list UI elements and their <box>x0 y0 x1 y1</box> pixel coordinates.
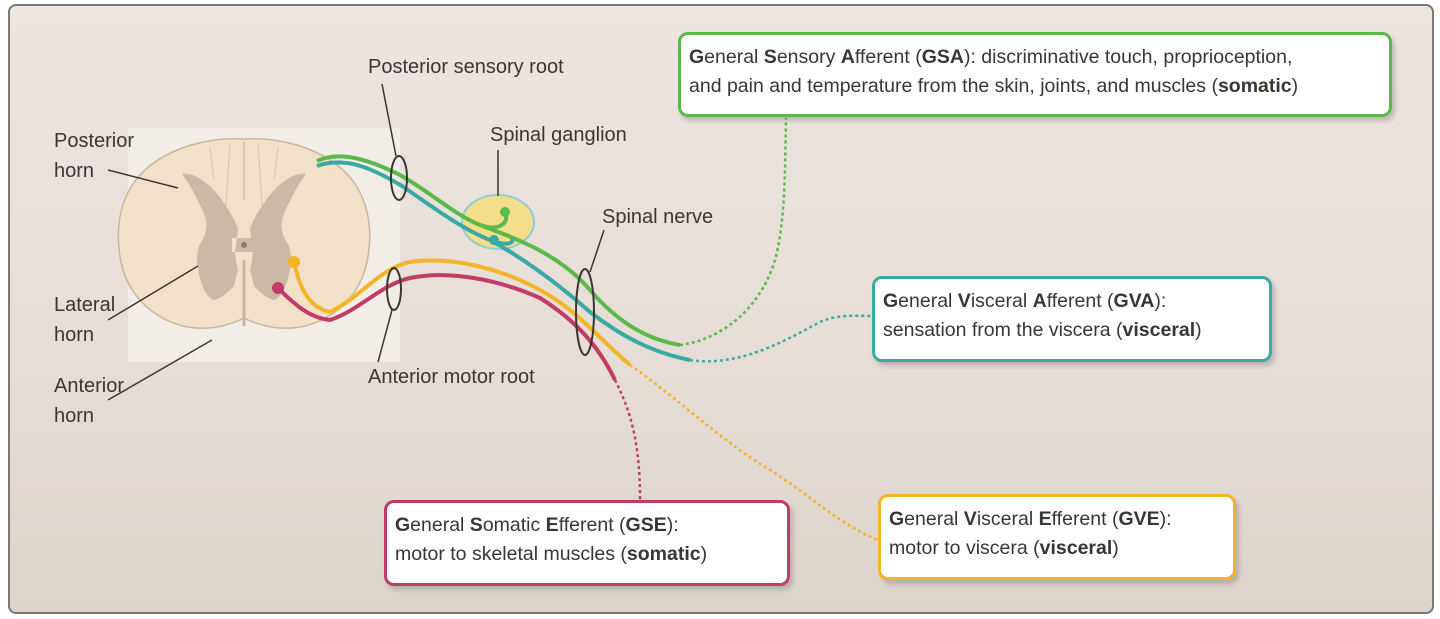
lateral-horn-label-line1: Lateral <box>54 294 116 316</box>
text-segment: fferent ( <box>1046 290 1114 312</box>
posterior-horn-label-line1: Posterior <box>54 130 135 152</box>
text-segment: somatic <box>1217 75 1292 97</box>
gva-box-line2: sensation from the viscera (visceral) <box>883 316 1269 345</box>
text-segment: ): <box>1159 508 1172 530</box>
text-segment: GVE <box>1118 508 1160 530</box>
text-segment: A <box>1032 290 1047 312</box>
gve-fiber-path <box>292 258 632 367</box>
posterior-horn-label-line2: horn <box>54 160 95 182</box>
gva-box-line1: General Visceral Afferent (GVA): <box>883 287 1269 316</box>
text-segment: isceral <box>970 290 1033 312</box>
text-segment: G <box>889 508 905 530</box>
anterior-horn-label-line2: horn <box>54 405 95 427</box>
anterior-motor-root-label: Anterior motor root <box>368 366 535 388</box>
anterior-root-ring <box>386 267 402 311</box>
text-segment: GVA <box>1113 290 1155 312</box>
posterior-horn-label: Posterior horn <box>54 126 134 186</box>
gsa-fiber-path <box>316 154 681 347</box>
text-segment: eneral <box>898 290 958 312</box>
central-canal <box>241 242 247 248</box>
text-segment: fferent ( <box>1051 508 1119 530</box>
gva-fiber-path <box>316 160 691 362</box>
lateral-horn-label: Lateral horn <box>54 290 115 350</box>
spinal-cord-gray-matter <box>182 173 306 300</box>
spinal-nerve-label: Spinal nerve <box>602 206 714 228</box>
gsa-connector <box>679 117 788 347</box>
text-segment: and pain and temperature from the skin, … <box>689 75 1218 97</box>
text-segment: S <box>763 46 777 68</box>
text-segment: G <box>689 46 705 68</box>
gve-neuron-dot <box>288 256 300 268</box>
text-segment: ): <box>666 514 679 536</box>
text-segment: ensory <box>776 46 841 68</box>
text-segment: eneral <box>704 46 764 68</box>
text-segment: S <box>469 514 483 536</box>
text-segment: motor to skeletal muscles ( <box>395 543 627 565</box>
gse-neuron-dot <box>272 282 284 294</box>
text-segment: GSE <box>625 514 667 536</box>
gse-fiber-path <box>276 273 617 381</box>
text-segment: isceral <box>976 508 1039 530</box>
cord-column-lines <box>209 142 279 206</box>
text-segment: fferent ( <box>558 514 626 536</box>
gse-box-line2: motor to skeletal muscles (somatic) <box>395 540 787 569</box>
text-segment: eneral <box>410 514 470 536</box>
text-segment: ): <box>1154 290 1167 312</box>
gva-neuron-dot <box>489 235 499 245</box>
text-segment: sensation from the viscera ( <box>883 319 1123 341</box>
leader-lines <box>107 83 605 401</box>
gve-box-line1: General Visceral Efferent (GVE): <box>889 505 1233 534</box>
spinal-nerve-ring <box>575 268 595 356</box>
anterior-horn-label: Anterior horn <box>54 371 124 431</box>
text-segment: ) <box>1112 537 1119 559</box>
gsa-neuron-dot <box>500 207 510 217</box>
gsa-box-line2: and pain and temperature from the skin, … <box>689 72 1389 101</box>
text-segment: ) <box>700 543 708 565</box>
text-segment: omatic <box>482 514 546 536</box>
gva-connector <box>689 314 873 363</box>
gve-box-line2: motor to viscera (visceral) <box>889 534 1233 563</box>
gsa-box-line1: General Sensory Afferent (GSA): discrimi… <box>689 43 1389 72</box>
gve-connector <box>629 363 879 542</box>
text-segment: eneral <box>904 508 964 530</box>
text-segment: V <box>963 508 977 530</box>
gse-box: General Somatic Efferent (GSE): motor to… <box>384 500 790 586</box>
text-segment: visceral <box>1122 319 1196 341</box>
text-segment: G <box>883 290 899 312</box>
text-segment: A <box>840 46 855 68</box>
gve-box: General Visceral Efferent (GVE): motor t… <box>878 494 1236 580</box>
text-segment: E <box>545 514 559 536</box>
gva-box: General Visceral Afferent (GVA): sensati… <box>872 276 1272 362</box>
text-segment: GSA <box>921 46 964 68</box>
text-segment: ) <box>1291 75 1299 97</box>
text-segment: V <box>957 290 971 312</box>
gsa-box: General Sensory Afferent (GSA): discrimi… <box>678 32 1392 117</box>
text-segment: fferent ( <box>854 46 922 68</box>
text-segment: motor to viscera ( <box>889 537 1040 559</box>
text-segment: E <box>1038 508 1052 530</box>
text-segment: ): discriminative touch, proprioception, <box>963 46 1293 68</box>
gse-box-line1: General Somatic Efferent (GSE): <box>395 511 787 540</box>
posterior-sensory-root-label: Posterior sensory root <box>368 56 564 78</box>
spinal-ganglion-label: Spinal ganglion <box>490 124 627 146</box>
lateral-horn-label-line2: horn <box>54 324 95 346</box>
text-segment: ) <box>1195 319 1202 341</box>
gse-connector <box>613 379 642 501</box>
text-segment: somatic <box>626 543 701 565</box>
text-segment: G <box>395 514 411 536</box>
anterior-horn-label-line1: Anterior <box>54 375 125 397</box>
posterior-root-ring <box>390 155 408 201</box>
text-segment: visceral <box>1039 537 1113 559</box>
